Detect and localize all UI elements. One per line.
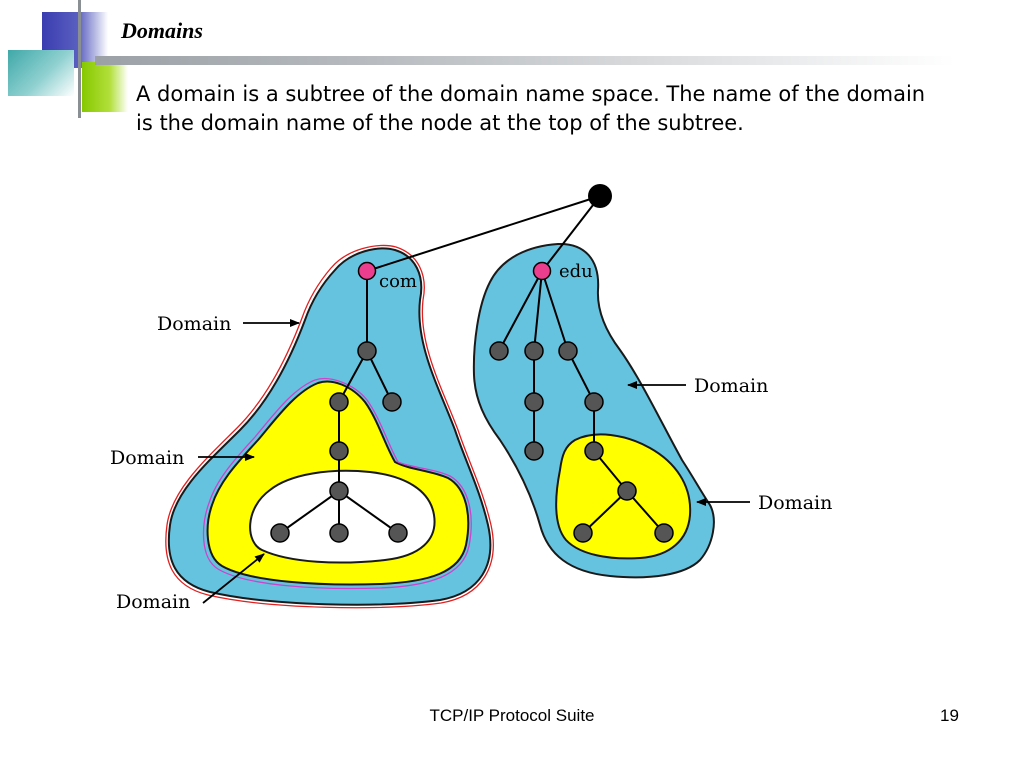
slide-body-text: A domain is a subtree of the domain name… — [136, 82, 926, 135]
tree-node — [584, 392, 604, 412]
tree-node — [584, 441, 604, 461]
edu-label: edu — [559, 261, 593, 282]
slide-title: Domains — [121, 18, 203, 43]
sub-domain-trace — [202, 378, 472, 590]
domain-arrow — [202, 553, 265, 604]
tree-node — [617, 481, 637, 501]
tree-node — [524, 441, 544, 461]
domain-label-com: Domain — [157, 313, 231, 335]
tree-node — [558, 341, 578, 361]
root-node — [588, 184, 612, 208]
tree-node — [329, 481, 349, 501]
tree-node — [524, 392, 544, 412]
domain-label-edu-sub: Domain — [758, 492, 832, 514]
sub-sub-domain-region — [249, 469, 436, 564]
tree-node — [388, 523, 408, 543]
footer-title: TCP/IP Protocol Suite — [429, 706, 595, 725]
tree-node — [329, 441, 349, 461]
tree-node — [524, 341, 544, 361]
com-domain-trace — [165, 244, 494, 609]
tree-node — [489, 341, 509, 361]
edu-node — [532, 261, 552, 281]
tree-node — [329, 523, 349, 543]
domain-label-edu: Domain — [694, 375, 768, 397]
title-rule — [95, 56, 955, 65]
corner-vertical-line — [78, 0, 81, 118]
corner-square-teal — [8, 50, 74, 96]
com-label: com — [379, 271, 417, 292]
domain-label-sub: Domain — [110, 447, 184, 469]
tree-node — [654, 523, 674, 543]
tree-node — [270, 523, 290, 543]
tree-node — [382, 392, 402, 412]
tree-node — [573, 523, 593, 543]
tree-node — [357, 341, 377, 361]
domain-label-sub-sub: Domain — [116, 591, 190, 613]
page-number: 19 — [940, 706, 959, 725]
tree-node — [329, 392, 349, 412]
corner-square-green — [82, 62, 128, 112]
com-node — [357, 261, 377, 281]
